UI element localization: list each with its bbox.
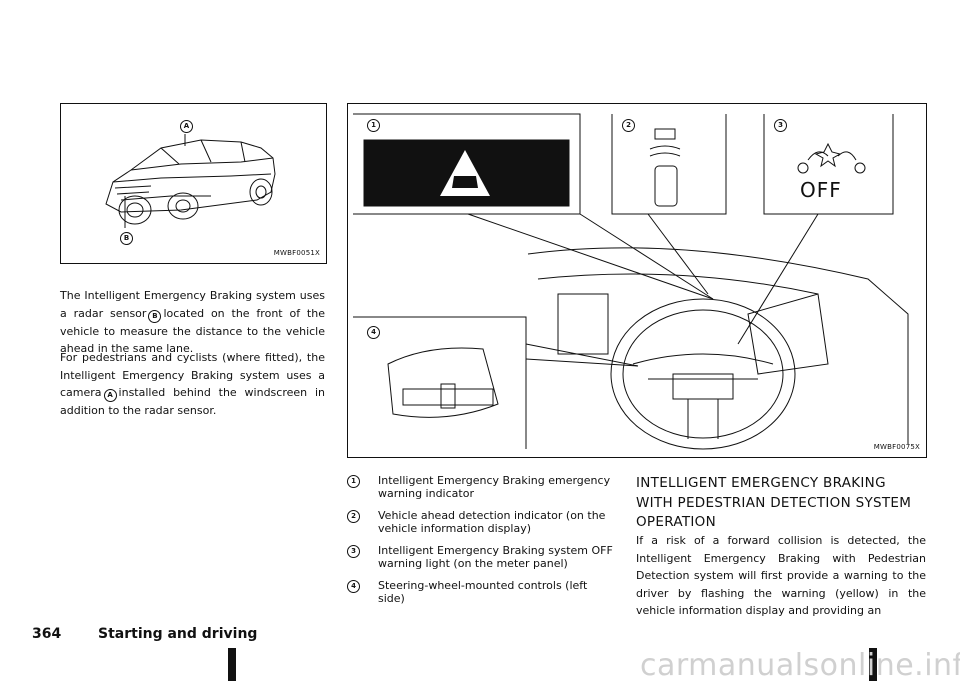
margin-bar-right [869, 648, 877, 681]
marker-b: B [148, 309, 162, 323]
legend-text: Intelligent Emergency Braking system OFF… [378, 544, 613, 570]
callout-1: 1 [367, 119, 380, 132]
dashboard-figure: 1 2 3 4 OFF MWBF0075X [347, 103, 927, 458]
figure-code: MWBF0075X [873, 443, 920, 451]
legend-text: Intelligent Emergency Braking emergency … [378, 474, 611, 500]
car-sensor-figure: A B MWBF0051X [60, 103, 327, 264]
legend-text: Steering-wheel-mounted controls (left si… [378, 579, 588, 605]
legend-text: Vehicle ahead detection indicator (on th… [378, 509, 606, 535]
section-heading: INTELLIGENT EMERGENCY BRAKING WITH PEDES… [636, 475, 912, 530]
figure-code: MWBF0051X [273, 249, 320, 257]
callout-a: A [180, 120, 193, 133]
radar-text-start: The Intelligent Emergency Braking system… [60, 289, 325, 320]
legend-marker: 3 [347, 545, 360, 558]
legend-item: 2 Vehicle ahead detection indicator (on t… [347, 509, 615, 535]
section-title: Starting and driving [98, 626, 258, 642]
page-number: 364 [32, 626, 62, 642]
legend-item: 1 Intelligent Emergency Braking emergency… [347, 474, 615, 500]
callout-2: 2 [622, 119, 635, 132]
camera-paragraph: For pedestrians and cyclists (where fitt… [60, 349, 325, 420]
legend-item: 4 Steering-wheel-mounted controls (left s… [347, 579, 615, 605]
legend-marker: 4 [347, 580, 360, 593]
off-label: OFF [800, 178, 842, 202]
callout-4: 4 [367, 326, 380, 339]
camera-text-start: For pedestrians and cyclists (where fitt… [60, 351, 325, 399]
legend-marker: 1 [347, 475, 360, 488]
section-body: If a risk of a forward collision is dete… [636, 534, 926, 617]
marker-a: A [103, 389, 117, 402]
radar-text-end: located on the front of the vehicle to m… [60, 306, 325, 356]
margin-bar-left [228, 648, 236, 681]
callout-b: B [120, 232, 133, 245]
legend-item: 3 Intelligent Emergency Braking system OF… [347, 544, 615, 570]
legend-list: 1 Intelligent Emergency Braking emergency… [347, 474, 615, 614]
callout-3: 3 [774, 119, 787, 132]
legend-marker: 2 [347, 510, 360, 523]
radar-paragraph: The Intelligent Emergency Braking system… [60, 287, 325, 358]
dashboard-illustration [353, 113, 909, 450]
car-illustration [105, 134, 276, 228]
watermark: carmanualsonline.info [640, 648, 960, 683]
camera-text-end: installed behind the windscreen in addit… [60, 386, 325, 417]
